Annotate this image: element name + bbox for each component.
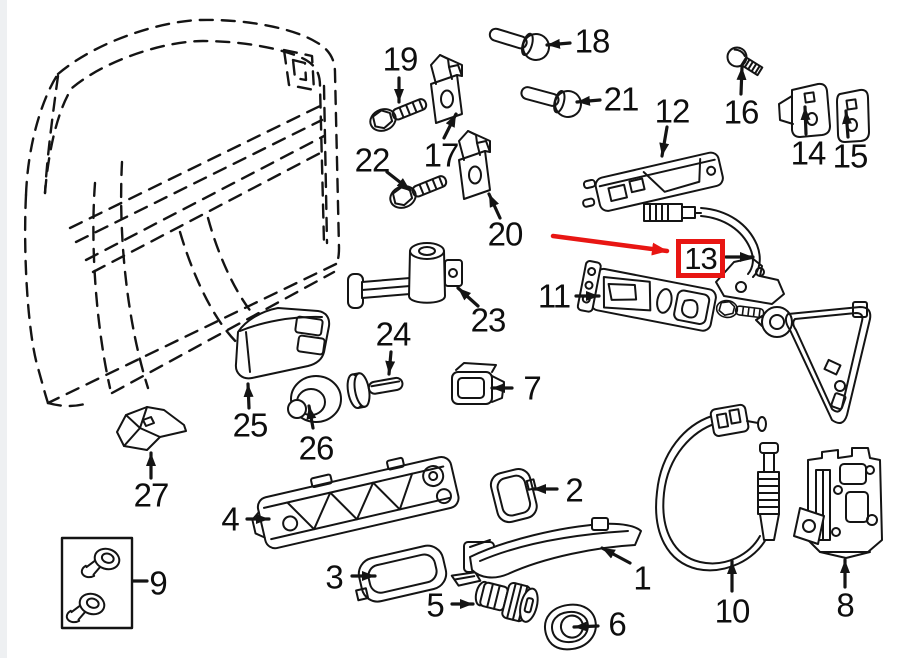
part-22-bolt	[386, 169, 451, 213]
part-12-trim-bracket	[582, 151, 724, 212]
part-25-wedge	[234, 307, 331, 380]
callout-7: 7	[523, 369, 541, 407]
callout-19: 19	[382, 40, 419, 78]
part-8-door-latch	[793, 447, 883, 559]
highlight-arrow	[550, 233, 670, 256]
callout-16: 16	[723, 93, 760, 131]
part-23-door-check	[347, 242, 463, 309]
callout-8: 8	[836, 586, 854, 624]
part-24-pin	[346, 372, 404, 410]
part-15-plate	[836, 88, 870, 143]
part-10-lock-cable	[655, 403, 780, 572]
part-13-lock-cable-assembly	[643, 203, 872, 425]
callout-3: 3	[325, 558, 343, 596]
callout-20: 20	[487, 215, 524, 253]
callout-22: 22	[354, 141, 391, 179]
part-21-bolt	[517, 78, 585, 121]
part-9-screw-kit	[60, 536, 134, 632]
callout-21: 21	[603, 80, 640, 118]
leader-arrows	[131, 38, 852, 632]
part-3-gasket	[355, 544, 448, 603]
part-5-lock-cylinder	[450, 571, 539, 623]
part-27-bracket	[116, 406, 187, 451]
callout-15: 15	[832, 137, 869, 175]
part-20-bracket	[458, 130, 491, 200]
callout-9: 9	[149, 564, 167, 602]
callout-13-highlight-box: 13	[676, 239, 725, 278]
callout-17: 17	[423, 136, 460, 174]
part-1-exterior-handle	[463, 517, 642, 579]
callout-11: 11	[537, 277, 571, 315]
part-16-screw	[726, 46, 764, 77]
part-17-bracket	[430, 54, 463, 124]
callout-1: 1	[633, 559, 651, 597]
part-7-lamp	[451, 362, 505, 405]
page-edge-strip	[0, 0, 7, 658]
callout-4: 4	[221, 500, 239, 538]
callout-24: 24	[375, 315, 412, 353]
callout-5: 5	[426, 586, 444, 624]
callout-13: 13	[684, 241, 717, 276]
part-4-handle-carrier	[251, 455, 460, 550]
callout-25: 25	[232, 406, 269, 444]
callout-26: 26	[298, 429, 335, 467]
part-14-striker	[778, 82, 831, 138]
callout-14: 14	[790, 134, 827, 172]
callout-18: 18	[574, 22, 611, 60]
part-26-grommet	[287, 375, 342, 423]
callout-27: 27	[133, 476, 170, 514]
part-18-bolt	[485, 19, 554, 65]
part-2-handle-cap	[489, 468, 538, 524]
callout-10: 10	[714, 592, 751, 630]
callout-2: 2	[565, 471, 583, 509]
callout-23: 23	[470, 301, 507, 339]
callout-6: 6	[608, 605, 626, 643]
callout-12: 12	[654, 92, 691, 130]
